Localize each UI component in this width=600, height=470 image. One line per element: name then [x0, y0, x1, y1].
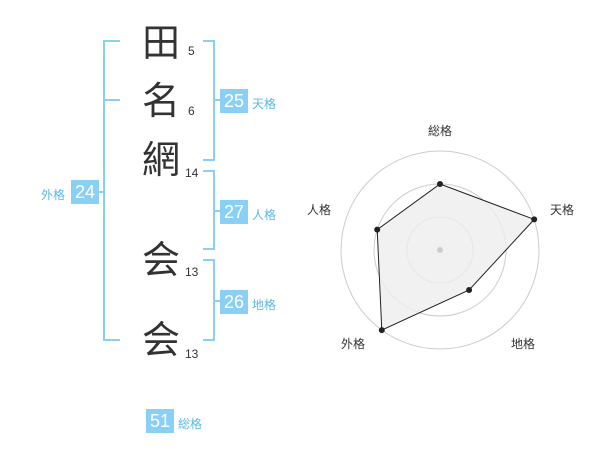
name-char-1: 田	[141, 21, 180, 65]
radar-point-1	[437, 181, 443, 187]
stroke-count-1: 5	[188, 44, 195, 58]
radar-center-dot	[437, 247, 443, 253]
radar-axis-label-chikaku: 地格	[511, 337, 536, 351]
stroke-count-3: 14	[185, 166, 199, 180]
jinkaku-value-badge: 27	[220, 200, 248, 224]
soukaku-label: 総格	[178, 417, 203, 431]
radar-point-2	[531, 216, 538, 223]
radar-point-5	[374, 226, 381, 233]
chikaku-value-badge: 26	[220, 290, 248, 314]
jinkaku-label: 人格	[252, 208, 277, 222]
stroke-count-2: 6	[188, 104, 195, 118]
gaikaku-label: 外格	[41, 188, 66, 202]
radar-ring-3	[340, 150, 540, 350]
radar-polygon	[376, 183, 536, 331]
name-char-4: 会	[141, 238, 180, 282]
gaikaku-value-badge: 24	[71, 180, 99, 204]
soukaku-value-badge: 51	[146, 409, 174, 433]
radar-axis-label-tenkaku: 天格	[550, 203, 575, 217]
radar-point-4	[378, 327, 385, 334]
tenkaku-value-badge: 25	[220, 89, 248, 113]
tenkaku-label: 天格	[252, 97, 277, 111]
radar-axis-label-gaikaku: 外格	[341, 337, 366, 351]
radar-point-3	[466, 287, 473, 293]
radar-axis-label-soukaku: 総格	[428, 124, 453, 138]
name-char-3: 網	[141, 138, 180, 182]
stroke-count-4: 13	[185, 265, 199, 279]
chikaku-label: 地格	[252, 298, 277, 312]
name-char-5: 会	[141, 318, 180, 362]
stroke-count-5: 13	[185, 347, 199, 361]
radar-axis-label-jinkaku: 人格	[307, 203, 332, 217]
name-char-2: 名	[141, 79, 180, 123]
